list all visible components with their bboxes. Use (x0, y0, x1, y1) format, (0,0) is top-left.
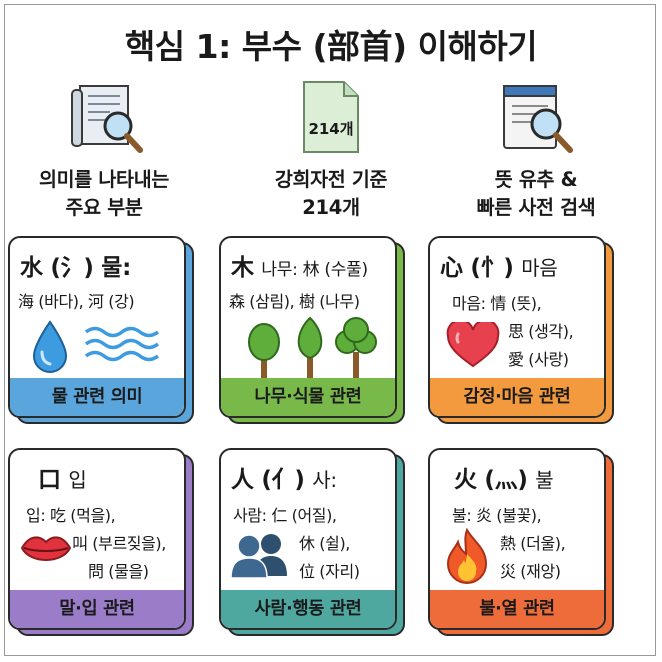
card-header: 火 (灬) (454, 467, 528, 493)
page-title: 핵심 1: 부수 (部首) 이해하기 (124, 27, 538, 66)
card-banner: 말·입 관련 (10, 590, 184, 628)
card-example: 입: 吃 (먹을), (26, 506, 116, 525)
feature-line: 주요 부분 (65, 196, 143, 219)
radical-card-fire: 火 (灬) 불 불: 炎 (불꽃), 熱 (더울), 災 (재앙) 불·열 관련 (428, 448, 614, 636)
document-magnifier-icon (4, 78, 204, 156)
feature-search: 뜻 유추 & 빠른 사전 검색 (436, 78, 636, 222)
fire-icon (444, 527, 490, 588)
card-example: 熱 (더울), (500, 534, 566, 553)
card-header: 口 (38, 467, 61, 493)
book-magnifier-icon (436, 78, 636, 156)
feature-line: 의미를 나타내는 (39, 168, 169, 191)
card-header-sub: 마음 (521, 256, 558, 280)
lips-icon (20, 530, 72, 574)
card-header: 心 (忄) (440, 255, 514, 281)
card-header-sub: 불 (535, 468, 554, 492)
radical-card-water: 水 (氵) 물: 海 (바다), 河 (강) 물 관련 의미 (8, 236, 194, 424)
card-example: 海 (바다), 河 (강) (18, 292, 135, 311)
card-header-sub: 입 (68, 468, 87, 492)
radical-card-person: 人 (亻) 사: 사람: 仁 (어질), 休 (쉴), 位 (자리) 사람·행동… (219, 448, 405, 636)
card-example: 災 (재앙) (500, 562, 561, 581)
document-badge: 214개 (308, 120, 354, 138)
feature-line: 강희자전 기준 (274, 168, 388, 191)
radical-card-tree: 木 나무: 林 (수풀) 森 (삼림), 樹 (나무) 나무·식물 관련 (219, 236, 405, 424)
card-example: 思 (생각), (508, 322, 574, 341)
radical-card-heart: 心 (忄) 마음 마음: 情 (뜻), 思 (생각), 愛 (사랑) 감정·마음… (428, 236, 614, 424)
feature-214: 214개 강희자전 기준 214개 (231, 78, 431, 222)
card-banner: 사람·행동 관련 (221, 590, 395, 628)
card-example: 叫 (부르짖을), (72, 534, 166, 553)
card-example: 사람: 仁 (어질), (233, 506, 337, 525)
card-example: 마음: 情 (뜻), (452, 294, 542, 313)
heart-icon (446, 319, 500, 374)
water-icon (28, 318, 178, 380)
card-banner: 물 관련 의미 (10, 378, 184, 416)
tree-icon (243, 316, 383, 384)
feature-meaning: 의미를 나타내는 주요 부분 (4, 78, 204, 222)
card-header: 木 (231, 255, 254, 281)
card-example: 森 (삼림), 樹 (나무) (229, 292, 360, 311)
card-header-sub: 사: (312, 468, 337, 492)
card-example: 位 (자리) (299, 562, 360, 581)
card-example: 불: 炎 (불꽃), (452, 506, 542, 525)
card-header-sub: 나무: 林 (수풀) (261, 260, 368, 280)
card-header: 水 (氵) 물: (20, 255, 131, 281)
card-example: 問 (물을) (88, 562, 149, 581)
card-banner: 나무·식물 관련 (221, 378, 395, 416)
card-banner: 감정·마음 관련 (430, 378, 604, 416)
card-example: 愛 (사랑) (508, 350, 569, 369)
document-214-icon: 214개 (231, 78, 431, 156)
feature-line: 214개 (302, 196, 360, 219)
radical-card-mouth: 口 입 입: 吃 (먹을), 叫 (부르짖을), 問 (물을) 말·입 관련 (8, 448, 194, 636)
feature-line: 빠른 사전 검색 (476, 196, 596, 219)
card-example: 休 (쉴), (299, 534, 350, 553)
feature-line: 뜻 유추 & (494, 168, 578, 191)
card-banner: 불·열 관련 (430, 590, 604, 628)
card-header: 人 (亻) (231, 467, 305, 493)
people-icon (229, 530, 291, 582)
